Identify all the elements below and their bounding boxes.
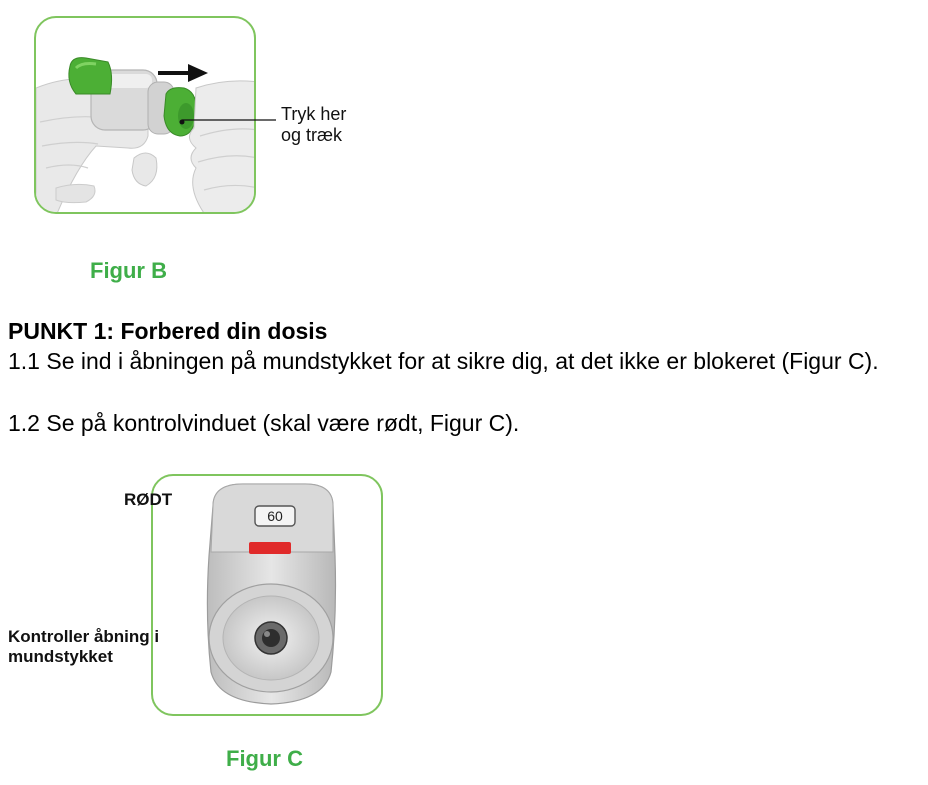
label-line-1: Kontroller åbning i [8,627,160,646]
section-heading: PUNKT 1: Forbered din dosis [8,318,328,344]
label-line-2: mundstykket [8,647,113,666]
figure-c-illustration: 60 [151,474,383,716]
step-1-2: 1.2 Se på kontrolvinduet (skal være rødt… [8,410,520,436]
callout-line-1: Tryk her [281,104,347,124]
callout-line-2: og træk [281,125,343,145]
label-red-window: RØDT [124,490,173,509]
figure-b-caption: Figur B [90,258,167,283]
dose-counter: 60 [267,508,283,524]
figure-b-illustration [34,16,256,214]
figure-c-caption: Figur C [226,746,303,771]
figure-b-callout: Tryk her og træk [281,104,371,146]
label-check-opening: Kontroller åbning i mundstykket [8,627,188,667]
step-1-1: 1.1 Se ind i åbningen på mundstykket for… [8,348,879,374]
